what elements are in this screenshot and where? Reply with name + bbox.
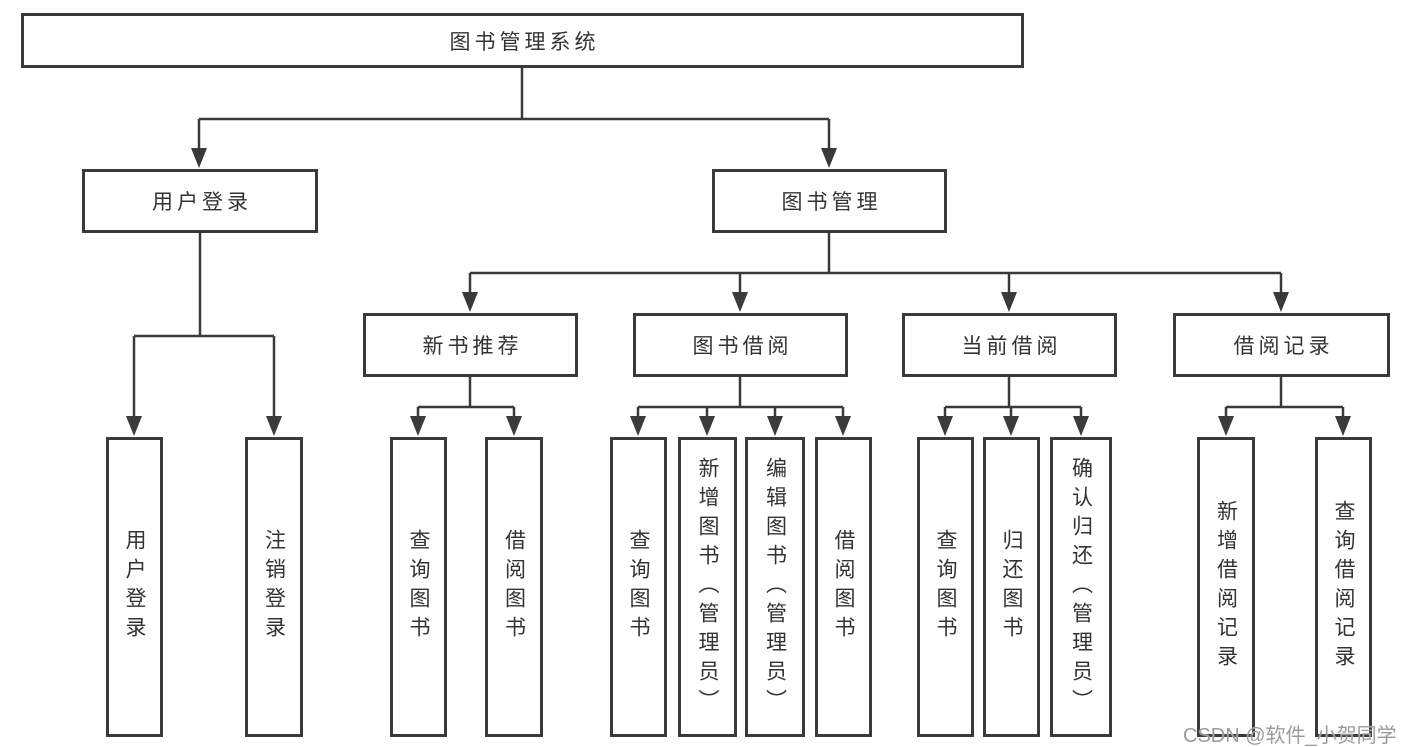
node-book-management-label: 图书管理 xyxy=(781,191,882,214)
arrowheads xyxy=(126,148,1351,436)
csdn-watermark: CSDN @软件_小贺同学 xyxy=(1183,725,1397,747)
leaf-logout: 注销登录 xyxy=(245,437,303,737)
leaf-query-borrow-record-label: 查询借阅记录 xyxy=(1332,500,1355,674)
node-new-book-recommend-label: 新书推荐 xyxy=(422,335,523,358)
node-book-management: 图书管理 xyxy=(712,169,947,233)
node-current-borrowing-label: 当前借阅 xyxy=(961,335,1062,358)
node-borrowing-records-label: 借阅记录 xyxy=(1233,335,1334,358)
leaf-borrow-books-borrowing: 借阅图书 xyxy=(815,437,872,737)
leaf-borrow-books-borrowing-label: 借阅图书 xyxy=(832,529,855,645)
node-user-login: 用户登录 xyxy=(82,169,318,233)
leaf-confirm-return-admin-label: 确认归还（管理员） xyxy=(1069,456,1093,718)
node-current-borrowing: 当前借阅 xyxy=(902,313,1117,377)
node-library-system-label: 图书管理系统 xyxy=(449,30,600,54)
node-book-borrowing: 图书借阅 xyxy=(633,313,848,377)
leaf-add-book-admin: 新增图书（管理员） xyxy=(678,437,737,737)
leaf-confirm-return-admin: 确认归还（管理员） xyxy=(1050,437,1112,737)
node-user-login-label: 用户登录 xyxy=(152,191,252,214)
leaf-user-login-label: 用户登录 xyxy=(123,529,146,645)
leaf-query-borrow-record: 查询借阅记录 xyxy=(1315,437,1372,737)
node-book-borrowing-label: 图书借阅 xyxy=(692,335,793,358)
leaf-user-login: 用户登录 xyxy=(106,437,163,737)
leaf-return-book-label: 归还图书 xyxy=(1000,529,1023,645)
leaf-add-borrow-record: 新增借阅记录 xyxy=(1197,437,1255,737)
leaf-query-books-recommend: 查询图书 xyxy=(390,437,447,737)
leaf-query-books-borrowing-label: 查询图书 xyxy=(627,529,650,645)
leaf-edit-book-admin: 编辑图书（管理员） xyxy=(745,437,805,737)
leaf-return-book: 归还图书 xyxy=(983,437,1040,737)
leaf-edit-book-admin-label: 编辑图书（管理员） xyxy=(763,456,787,718)
leaf-add-borrow-record-label: 新增借阅记录 xyxy=(1214,500,1238,674)
node-new-book-recommend: 新书推荐 xyxy=(363,313,578,377)
leaf-query-books-borrowing: 查询图书 xyxy=(610,437,667,737)
leaf-query-books-current: 查询图书 xyxy=(917,437,974,737)
node-borrowing-records: 借阅记录 xyxy=(1173,313,1390,377)
node-library-system: 图书管理系统 xyxy=(21,13,1024,68)
leaf-add-book-admin-label: 新增图书（管理员） xyxy=(696,456,719,718)
leaf-borrow-books-recommend-label: 借阅图书 xyxy=(502,529,526,645)
leaf-borrow-books-recommend: 借阅图书 xyxy=(485,437,543,737)
leaf-query-books-current-label: 查询图书 xyxy=(934,529,957,645)
leaf-logout-label: 注销登录 xyxy=(262,529,286,645)
leaf-query-books-recommend-label: 查询图书 xyxy=(407,529,430,645)
